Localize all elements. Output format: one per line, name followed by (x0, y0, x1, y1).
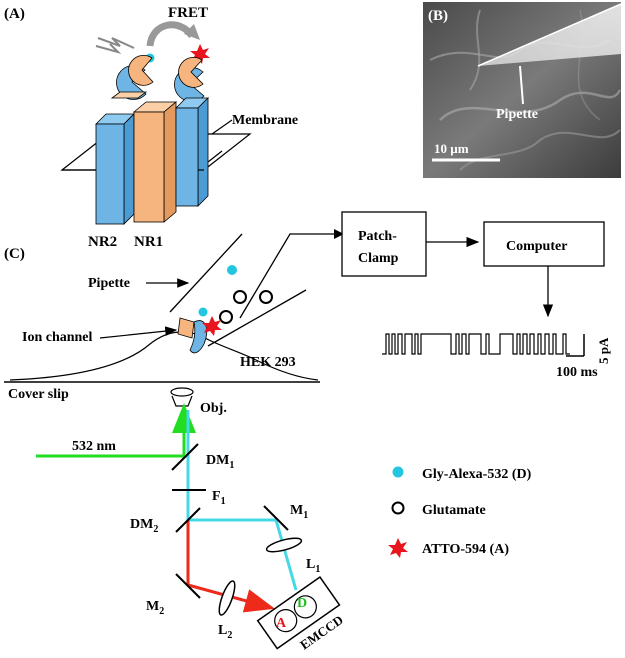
gly-alexa-icon (227, 265, 237, 275)
pipette-outer-left (169, 233, 243, 313)
panel-b-pipette-label: Pipette (496, 107, 538, 122)
f1-label: F1 (212, 489, 226, 507)
l1-label: L1 (306, 557, 320, 575)
objective-label: Obj. (200, 401, 227, 416)
glutamate-icon (219, 310, 233, 324)
m1-sub: 1 (303, 510, 308, 521)
l2-label: L2 (218, 623, 232, 641)
ion-channel-orange (177, 317, 195, 339)
m1-label: M1 (290, 503, 308, 521)
patch-clamp-line1: Patch- (358, 229, 397, 244)
fret-arrow (146, 21, 195, 47)
laser-label: 532 nm (72, 439, 116, 454)
dm1-sub: 1 (229, 460, 234, 471)
pipette-outer-right (207, 289, 307, 347)
binding-domain-right (174, 56, 205, 102)
computer-box (483, 221, 605, 267)
panel-c-label: (C) (4, 246, 25, 262)
lens-l2 (218, 580, 236, 616)
l1-sub: 1 (315, 564, 320, 575)
emission-to-detector (274, 519, 298, 591)
m1-mirror (263, 505, 289, 531)
f1-sub: 1 (221, 496, 226, 507)
legend-circle-icon (391, 501, 405, 515)
detector-a: A (276, 616, 287, 631)
dm2-main: DM (130, 517, 153, 532)
attp-dye-icon (202, 316, 222, 336)
legend-star-icon (388, 538, 408, 558)
l1-main: L (306, 557, 315, 572)
patch-clamp-box (341, 211, 427, 277)
membrane-label: Membrane (232, 113, 298, 128)
pipette-to-patchclamp (239, 233, 340, 319)
panel-c: (C) Pipette HEK 293 Ion channel Cover sl… (4, 211, 611, 652)
lightning-icon-2 (95, 43, 122, 54)
legend: Gly-Alexa-532 (D) Glutamate ATTO-594 (A) (388, 466, 532, 558)
emccd-detector (256, 576, 341, 650)
m2-sub: 2 (159, 606, 164, 617)
legend-item-2: ATTO-594 (A) (422, 542, 509, 557)
legend-item-0: Gly-Alexa-532 (D) (422, 467, 532, 482)
objective-body (171, 395, 193, 407)
gly-alexa-icon (198, 307, 208, 317)
arrow-head (334, 229, 344, 239)
panel-b-label: (B) (428, 8, 448, 24)
scale-time-label: 100 ms (556, 365, 598, 380)
m1-main: M (290, 503, 303, 518)
l2-main: L (218, 623, 227, 638)
membrane-edge-3 (207, 150, 223, 163)
cell-edge-2 (439, 89, 622, 121)
cell-edge-3 (459, 129, 621, 171)
pipette-pointer (519, 65, 524, 105)
nr2-label: NR2 (88, 234, 117, 250)
panel-b: (B) Pipette 10 µm (423, 2, 622, 178)
f1-main: F (212, 489, 221, 504)
scale-current-label: 5 pA (596, 337, 611, 364)
objective-top (170, 387, 194, 397)
nr2-subunit-back (175, 97, 209, 207)
nr1-subunit (132, 101, 178, 223)
scale-bar-label: 10 µm (434, 141, 469, 156)
fret-arrow-head (184, 24, 200, 40)
dm2-label: DM2 (130, 517, 158, 535)
cell-edge-4 (469, 9, 481, 91)
dm2-mirror (175, 507, 201, 533)
dm2-sub: 2 (153, 524, 158, 535)
panel-a: (A) FRET Membrane (4, 5, 298, 250)
m2-main: M (146, 599, 159, 614)
hek-label: HEK 293 (240, 355, 296, 370)
cover-slip-label: Cover slip (8, 387, 69, 402)
dm1-main: DM (206, 453, 229, 468)
binding-domain-left (116, 54, 154, 100)
glutamate-icon (259, 290, 273, 304)
lightning-icon (97, 37, 135, 49)
nr2-subunit (95, 113, 135, 225)
computer-label: Computer (506, 239, 567, 254)
ion-channel-label: Ion channel (22, 330, 93, 345)
ion-channel-arrow (99, 326, 178, 339)
nr1-label: NR1 (134, 234, 163, 250)
m2-label: M2 (146, 599, 164, 617)
fret-label: FRET (168, 5, 208, 21)
dm1-mirror (171, 443, 199, 471)
glutamate-icon (233, 290, 247, 304)
pipette-edge (477, 3, 622, 67)
panel-a-label: (A) (4, 6, 25, 22)
membrane-pointer (211, 119, 233, 135)
legend-dot-icon (392, 466, 404, 478)
panel-c-pipette-label: Pipette (88, 276, 130, 291)
nr1-subunit-back-top (110, 91, 148, 99)
detector-d: D (297, 596, 307, 611)
lens-l1 (265, 537, 303, 553)
current-trace (382, 333, 570, 355)
dm1-label: DM1 (206, 453, 234, 471)
l2-sub: 2 (227, 630, 232, 641)
legend-item-1: Glutamate (422, 503, 486, 518)
m2-mirror (175, 573, 201, 599)
patch-clamp-line2: Clamp (358, 251, 399, 266)
